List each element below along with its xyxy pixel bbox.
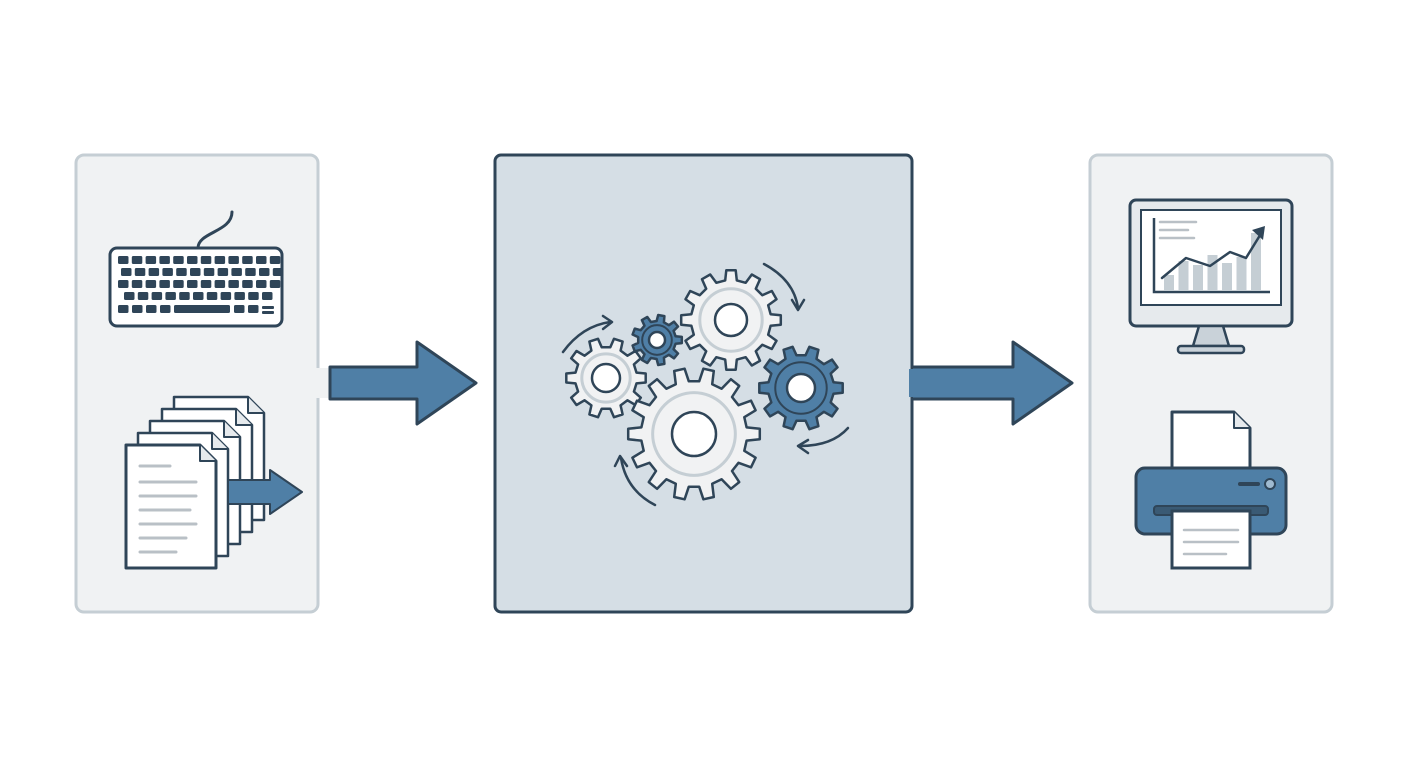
keyboard-key bbox=[132, 305, 143, 313]
keyboard-key bbox=[176, 268, 187, 276]
document-front bbox=[124, 443, 218, 570]
keyboard-key bbox=[256, 256, 267, 264]
keyboard-key bbox=[131, 280, 143, 288]
keyboard-key bbox=[131, 256, 143, 264]
keyboard-key bbox=[234, 305, 245, 313]
keyboard-key bbox=[214, 256, 226, 264]
keyboard-key bbox=[159, 280, 170, 288]
keyboard-key bbox=[220, 292, 232, 300]
chart-bar bbox=[1207, 255, 1218, 291]
keyboard-key bbox=[124, 292, 135, 300]
keyboard-key bbox=[203, 268, 215, 276]
keyboard-key bbox=[193, 292, 204, 300]
keyboard-key bbox=[173, 280, 184, 288]
keyboard-key bbox=[269, 256, 281, 264]
documents-icon bbox=[124, 395, 303, 570]
gear bbox=[626, 367, 762, 501]
rotation-arrows bbox=[561, 262, 850, 507]
keyboard-key bbox=[118, 280, 129, 288]
keyboard-key bbox=[118, 256, 129, 264]
monitor-chart-icon bbox=[1128, 198, 1294, 355]
gears-icon bbox=[561, 262, 850, 507]
chart-bar bbox=[1236, 257, 1247, 291]
keyboard-key bbox=[145, 280, 157, 288]
keyboard-key bbox=[151, 292, 163, 300]
keyboard-key bbox=[187, 256, 198, 264]
keyboard-key bbox=[137, 292, 149, 300]
gear bbox=[679, 268, 783, 372]
keyboard-key bbox=[145, 256, 157, 264]
keyboard-key bbox=[165, 292, 176, 300]
keyboard-key bbox=[245, 268, 256, 276]
keyboard-key bbox=[134, 268, 146, 276]
keyboard-key bbox=[148, 268, 160, 276]
chart-bar bbox=[1251, 233, 1261, 291]
chart-bar bbox=[1222, 263, 1232, 291]
keyboard-key bbox=[262, 311, 274, 314]
gear bbox=[758, 345, 844, 431]
gear bbox=[631, 313, 684, 367]
arrow-input-to-processing bbox=[316, 340, 478, 426]
keyboard-key bbox=[162, 268, 173, 276]
keyboard-key bbox=[160, 305, 171, 313]
chart-bar bbox=[1178, 261, 1189, 291]
keyboard-spacebar bbox=[174, 305, 230, 313]
keyboard-key bbox=[242, 280, 253, 288]
keyboard-key bbox=[231, 268, 242, 276]
keyboard-key bbox=[146, 305, 157, 313]
keyboard-key bbox=[269, 280, 281, 288]
keyboard-key bbox=[248, 305, 259, 313]
keyboard-key bbox=[206, 292, 218, 300]
keyboard-key bbox=[272, 268, 284, 276]
gear bbox=[565, 337, 647, 419]
keyboard-key bbox=[262, 306, 274, 309]
keyboard-key bbox=[200, 280, 212, 288]
keyboard-key bbox=[259, 268, 270, 276]
keyboard-key bbox=[190, 268, 201, 276]
keyboard-key bbox=[228, 280, 239, 288]
keyboard-key bbox=[228, 256, 239, 264]
keyboard-key bbox=[179, 292, 190, 300]
keyboard-key bbox=[234, 292, 245, 300]
keyboard-key bbox=[242, 256, 253, 264]
keyboard-key bbox=[118, 305, 129, 313]
keyboard-key bbox=[256, 280, 267, 288]
keyboard-key bbox=[159, 256, 170, 264]
keyboard-key bbox=[262, 292, 273, 300]
keyboard-key bbox=[217, 268, 229, 276]
chart-bar bbox=[1164, 275, 1174, 291]
keyboard-key bbox=[173, 256, 184, 264]
keyboard-key bbox=[121, 268, 132, 276]
keyboard-icon bbox=[108, 210, 284, 328]
chart-bar bbox=[1193, 265, 1203, 291]
keyboard-key bbox=[248, 292, 259, 300]
printer-icon bbox=[1134, 410, 1288, 570]
keyboard-key bbox=[200, 256, 212, 264]
keyboard-key bbox=[214, 280, 226, 288]
arrow-processing-to-output bbox=[909, 340, 1074, 426]
keyboard-key bbox=[187, 280, 198, 288]
